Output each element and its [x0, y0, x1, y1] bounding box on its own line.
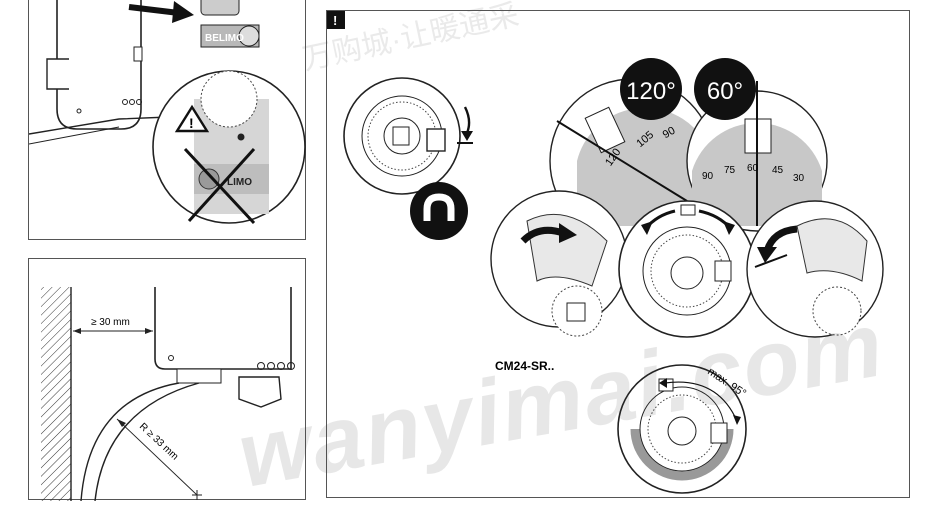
device-brand-label: BELIMO [205, 33, 244, 44]
scale-60-tick-a: 90 [702, 171, 714, 182]
scale-zoom-60 [686, 81, 828, 232]
badge-120 [620, 58, 682, 120]
svg-text:!: ! [189, 115, 194, 131]
step-lock-circle [746, 200, 884, 338]
cable-clearance-panel: ≥ 30 mm R ≥ 33 mm [28, 258, 306, 501]
angle-setting-diagram: ! 120 105 90 120° [327, 11, 884, 494]
angle-option-120: 120° [626, 78, 676, 105]
insert-arrow [128, 4, 180, 16]
scale-60-tick-b: 75 [724, 165, 736, 176]
bend-radius-label: R ≥ 33 mm [137, 421, 180, 462]
scale-60-tick-e: 30 [793, 173, 805, 184]
magnet-icon [410, 182, 468, 240]
warning-triangle-icon: ! [174, 104, 210, 133]
dial-with-magnet-group [343, 77, 473, 195]
max-rotation-dial [617, 364, 747, 494]
angle-setting-panel: ! 120 105 90 120° [326, 10, 910, 498]
magnet-point-icon [237, 133, 245, 141]
step-lift-circle [490, 190, 628, 337]
step-rotate-circle [618, 200, 756, 338]
cable-curve [80, 382, 180, 501]
wall-distance-dimension [73, 328, 153, 334]
warning-tag-text: ! [333, 13, 337, 28]
scale-60-tick-d: 45 [772, 165, 784, 176]
actuator-mounting-illustration: BELIMO ! LIMO [29, 0, 306, 225]
model-label: CM24-SR.. [495, 359, 554, 373]
label-plate [200, 24, 260, 48]
installation-panel-top: BELIMO ! LIMO [28, 0, 306, 240]
warning-tag-icon [327, 11, 345, 29]
cable-clearance-diagram: ≥ 30 mm R ≥ 33 mm [41, 287, 295, 501]
actuator-outline [154, 287, 292, 370]
bend-radius-dimension [116, 418, 202, 500]
scale-60-tick-c: 60 [747, 163, 759, 174]
prohibited-cross-icon [183, 147, 256, 225]
wall-hatching [41, 287, 71, 501]
device-brand-label-small: LIMO [227, 177, 252, 188]
badge-60 [694, 58, 756, 120]
angle-option-60: 60° [707, 78, 743, 105]
wall-distance-label: ≥ 30 mm [91, 317, 130, 328]
scale-120-tick-c: 90 [661, 125, 678, 142]
